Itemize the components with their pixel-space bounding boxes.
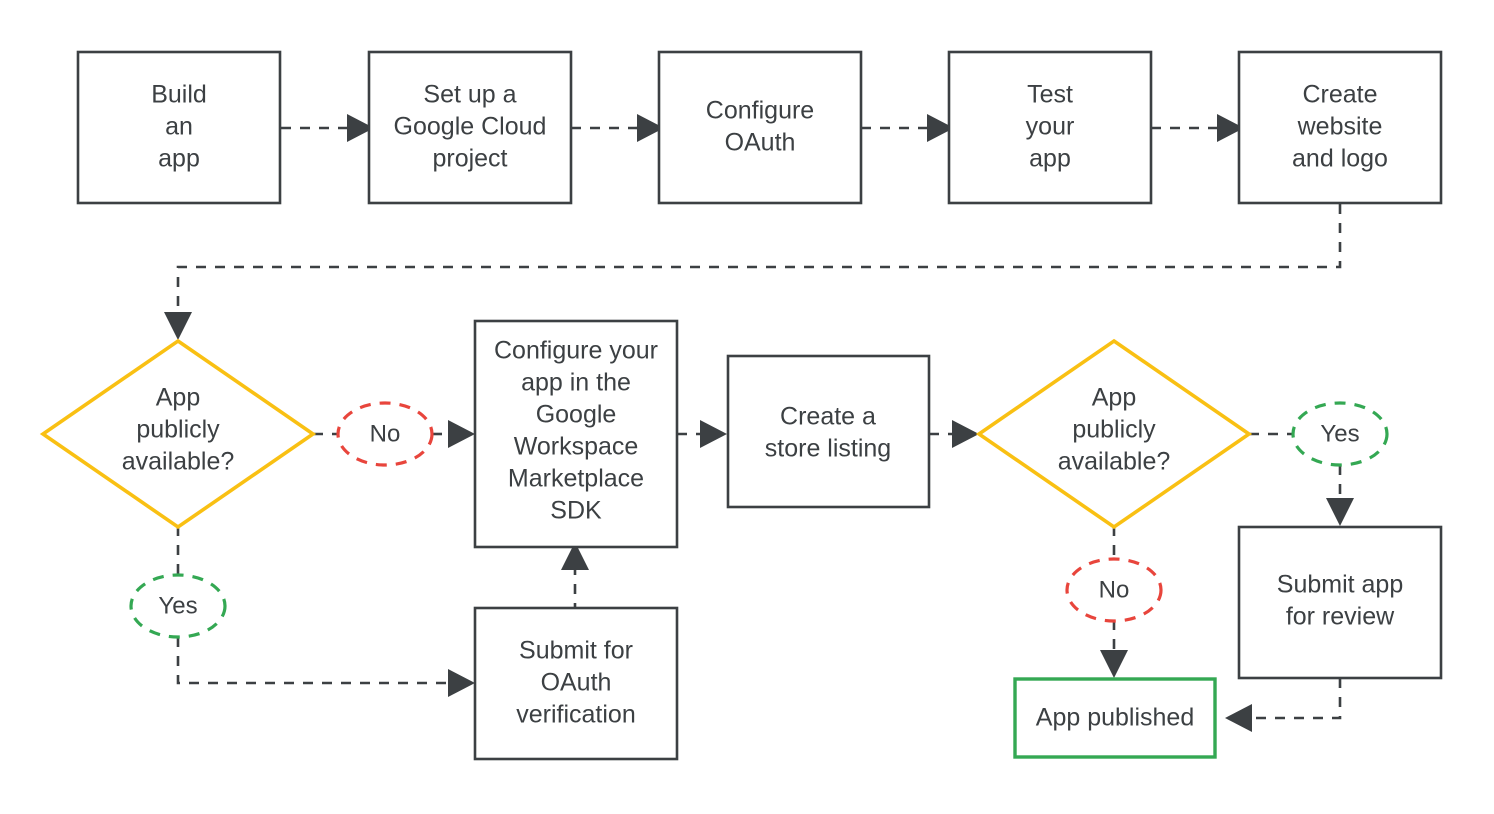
edge-label-no-right: No bbox=[1065, 557, 1163, 623]
edge-review-to-published bbox=[1225, 678, 1342, 732]
node-create-website-line-1: Create bbox=[1302, 81, 1377, 109]
node-submit-oauth-line-1: Submit for bbox=[519, 637, 633, 665]
decision-right-line-3: available? bbox=[1058, 448, 1171, 476]
node-configure-oauth-line-2: OAuth bbox=[725, 129, 796, 157]
decision-left-line-2: publicly bbox=[136, 416, 220, 444]
edge-label-no-right-text: No bbox=[1099, 576, 1130, 603]
node-app-published-label: App published bbox=[1036, 704, 1194, 732]
node-submit-oauth-line-3: verification bbox=[516, 701, 636, 729]
node-app-published[interactable]: App published bbox=[1013, 677, 1217, 759]
node-test-app-line-2: your bbox=[1026, 113, 1075, 141]
node-submit-oauth-line-2: OAuth bbox=[541, 669, 612, 697]
edge-label-yes-left-text: Yes bbox=[158, 592, 197, 619]
decision-right-line-1: App bbox=[1092, 384, 1136, 412]
edge-decision-left-no bbox=[313, 420, 475, 448]
decision-left-line-3: available? bbox=[122, 448, 235, 476]
edge-oauth-verification-to-sdk bbox=[561, 542, 589, 632]
node-submit-review-line-1: Submit app bbox=[1277, 571, 1403, 599]
node-sdk-line-6: SDK bbox=[550, 497, 602, 525]
decision-left-line-1: App bbox=[156, 384, 200, 412]
decision-right-line-2: publicly bbox=[1072, 416, 1156, 444]
node-build-an-app-line-3: app bbox=[158, 145, 200, 173]
edge-build-to-setup bbox=[281, 114, 374, 142]
edge-label-no-left: No bbox=[336, 401, 434, 467]
node-decision-app-publicly-available-left[interactable]: App publicly available? bbox=[39, 338, 317, 530]
node-build-an-app[interactable]: Build an app bbox=[76, 50, 282, 205]
node-build-an-app-line-2: an bbox=[165, 113, 193, 141]
node-submit-for-oauth-verification[interactable]: Submit for OAuth verification bbox=[473, 606, 679, 761]
node-create-website-line-3: and logo bbox=[1292, 145, 1388, 173]
node-sdk-line-3: Google bbox=[536, 401, 617, 429]
node-sdk-line-2: app in the bbox=[521, 369, 631, 397]
edge-listing-to-decision-right bbox=[929, 420, 979, 448]
node-test-app-line-1: Test bbox=[1027, 81, 1073, 109]
node-listing-line-1: Create a bbox=[780, 403, 876, 431]
node-sdk-line-5: Marketplace bbox=[508, 465, 644, 493]
edge-test-to-website bbox=[1151, 114, 1244, 142]
node-setup-project-line-2: Google Cloud bbox=[394, 113, 547, 141]
node-test-your-app[interactable]: Test your app bbox=[947, 50, 1153, 205]
node-create-a-store-listing[interactable]: Create a store listing bbox=[726, 354, 931, 509]
node-configure-oauth-line-1: Configure bbox=[706, 97, 814, 125]
node-configure-app-in-marketplace-sdk[interactable]: Configure your app in the Google Workspa… bbox=[473, 319, 679, 549]
edge-sdk-to-listing bbox=[677, 420, 727, 448]
edge-decision-left-yes bbox=[176, 526, 475, 697]
node-submit-review-line-2: for review bbox=[1286, 603, 1395, 631]
edge-decision-right-yes bbox=[1249, 432, 1354, 526]
node-setup-project-line-1: Set up a bbox=[423, 81, 516, 109]
node-sdk-line-4: Workspace bbox=[514, 433, 639, 461]
node-build-an-app-line-1: Build bbox=[151, 81, 207, 109]
edge-label-yes-right: Yes bbox=[1291, 401, 1389, 467]
edge-label-no-left-text: No bbox=[370, 420, 401, 447]
node-set-up-google-cloud-project[interactable]: Set up a Google Cloud project bbox=[367, 50, 573, 205]
node-submit-app-for-review[interactable]: Submit app for review bbox=[1237, 525, 1443, 680]
node-sdk-line-1: Configure your bbox=[494, 337, 658, 365]
node-decision-app-publicly-available-right[interactable]: App publicly available? bbox=[975, 338, 1253, 530]
node-listing-line-2: store listing bbox=[765, 435, 891, 463]
node-setup-project-line-3: project bbox=[432, 145, 507, 173]
edge-setup-to-oauth bbox=[571, 114, 664, 142]
node-test-app-line-3: app bbox=[1029, 145, 1071, 173]
node-create-website-line-2: website bbox=[1297, 113, 1383, 141]
edge-decision-right-no bbox=[1100, 526, 1128, 678]
node-create-website-and-logo[interactable]: Create website and logo bbox=[1237, 50, 1443, 205]
edge-oauth-to-test bbox=[861, 114, 954, 142]
node-configure-oauth[interactable]: Configure OAuth bbox=[657, 50, 863, 205]
edge-label-yes-left: Yes bbox=[129, 573, 227, 639]
edge-website-to-decision-left bbox=[164, 204, 1342, 340]
edge-label-yes-right-text: Yes bbox=[1320, 420, 1359, 447]
